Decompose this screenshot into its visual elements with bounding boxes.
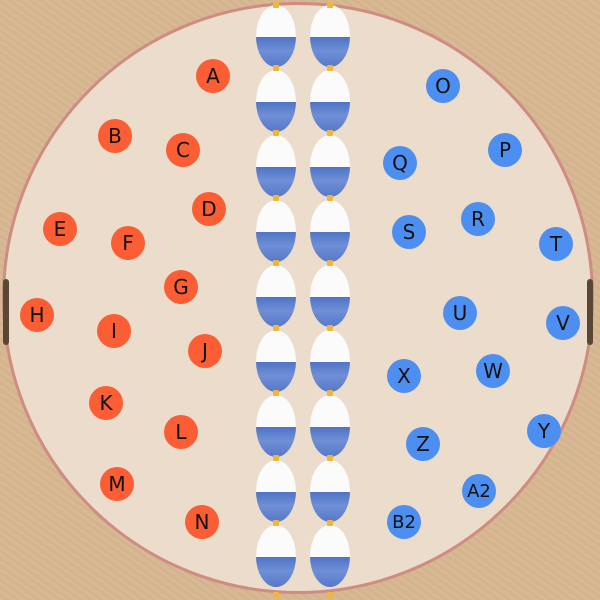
rope-knot: [273, 520, 279, 526]
lane-buoy: [310, 70, 350, 132]
red-player-f[interactable]: F: [111, 226, 145, 260]
red-player-j[interactable]: J: [188, 334, 222, 368]
lane-buoy: [256, 330, 296, 392]
lane-buoy: [310, 265, 350, 327]
lane-buoy: [310, 525, 350, 587]
rope-knot: [273, 260, 279, 266]
lane-buoy: [310, 5, 350, 67]
lane-buoy: [256, 5, 296, 67]
red-player-e[interactable]: E: [43, 212, 77, 246]
blue-player-q[interactable]: Q: [383, 146, 417, 180]
rope-knot: [327, 520, 333, 526]
blue-player-v[interactable]: V: [546, 306, 580, 340]
lane-buoy: [310, 135, 350, 197]
rope-knot: [327, 260, 333, 266]
lane-buoy: [256, 460, 296, 522]
blue-player-z[interactable]: Z: [406, 427, 440, 461]
rope-knot: [327, 195, 333, 201]
lane-buoy: [256, 200, 296, 262]
blue-player-o[interactable]: O: [426, 69, 460, 103]
red-player-i[interactable]: I: [97, 314, 131, 348]
rope-knot: [327, 592, 333, 598]
red-player-d[interactable]: D: [192, 192, 226, 226]
lane-buoy: [256, 265, 296, 327]
red-player-c[interactable]: C: [166, 133, 200, 167]
lane-buoy: [256, 135, 296, 197]
lane-buoy: [310, 200, 350, 262]
rope-knot: [273, 592, 279, 598]
rope-knot: [273, 455, 279, 461]
blue-player-w[interactable]: W: [476, 354, 510, 388]
lane-buoy: [310, 395, 350, 457]
red-player-l[interactable]: L: [164, 415, 198, 449]
lane-buoy: [310, 460, 350, 522]
red-player-n[interactable]: N: [185, 505, 219, 539]
lane-buoy: [310, 330, 350, 392]
rope-knot: [327, 130, 333, 136]
red-player-a[interactable]: A: [196, 59, 230, 93]
right-lane-float-line: [308, 0, 352, 600]
blue-player-y[interactable]: Y: [527, 414, 561, 448]
red-player-b[interactable]: B: [98, 119, 132, 153]
rope-knot: [273, 130, 279, 136]
blue-player-p[interactable]: P: [488, 133, 522, 167]
rope-knot: [273, 195, 279, 201]
red-player-k[interactable]: K: [89, 386, 123, 420]
rope-knot: [273, 325, 279, 331]
rope-knot: [273, 65, 279, 71]
blue-player-t[interactable]: T: [539, 227, 573, 261]
circular-arena: [2, 2, 594, 594]
blue-player-r[interactable]: R: [461, 202, 495, 236]
blue-player-u[interactable]: U: [443, 296, 477, 330]
right-edge-marker: [587, 279, 593, 345]
blue-player-a2[interactable]: A2: [462, 474, 496, 508]
rope-knot: [327, 325, 333, 331]
rope-knot: [327, 390, 333, 396]
left-lane-float-line: [254, 0, 298, 600]
blue-player-b2[interactable]: B2: [387, 505, 421, 539]
lane-buoy: [256, 525, 296, 587]
rope-knot: [327, 65, 333, 71]
rope-knot: [327, 2, 333, 8]
blue-player-x[interactable]: X: [387, 359, 421, 393]
red-player-m[interactable]: M: [100, 467, 134, 501]
lane-buoy: [256, 70, 296, 132]
lane-buoy: [256, 395, 296, 457]
left-edge-marker: [3, 279, 9, 345]
rope-knot: [273, 390, 279, 396]
rope-knot: [327, 455, 333, 461]
blue-player-s[interactable]: S: [392, 215, 426, 249]
red-player-h[interactable]: H: [20, 298, 54, 332]
red-player-g[interactable]: G: [164, 270, 198, 304]
rope-knot: [273, 2, 279, 8]
